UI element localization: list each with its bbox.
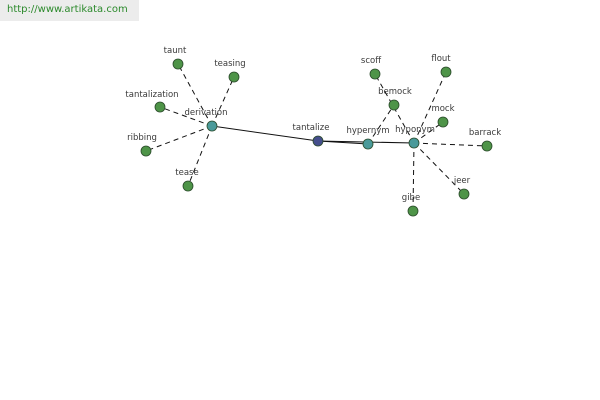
edge-hyponym-mock	[413, 121, 444, 144]
node-teasing[interactable]	[228, 71, 240, 83]
nodes-layer	[140, 58, 493, 217]
edge-derivation-taunt	[177, 63, 213, 127]
node-label-hypernym: hypernym	[346, 126, 389, 136]
node-ribbing[interactable]	[140, 145, 152, 157]
node-mock[interactable]	[437, 116, 449, 128]
edge-derivation-ribbing	[145, 125, 213, 152]
node-hyponym[interactable]	[408, 137, 420, 149]
node-label-tantalize: tantalize	[293, 123, 330, 133]
node-label-mock: mock	[431, 104, 454, 114]
node-label-scoff: scoff	[361, 56, 382, 66]
node-label-taunt: taunt	[164, 46, 187, 56]
edge-hypernym-bemock	[367, 104, 395, 145]
node-label-teasing: teasing	[214, 59, 245, 69]
node-tantalize[interactable]	[312, 135, 324, 147]
edge-hyponym-barrack	[413, 142, 488, 147]
edge-derivation-tantalize	[211, 125, 319, 142]
node-scoff[interactable]	[369, 68, 381, 80]
node-bemock[interactable]	[388, 99, 400, 111]
node-taunt[interactable]	[172, 58, 184, 70]
node-label-hyponym: hyponym	[395, 125, 435, 135]
edge-derivation-teasing	[211, 76, 235, 127]
edge-derivation-tantalization	[159, 106, 213, 127]
node-label-derivation: derivation	[184, 108, 227, 118]
node-tease[interactable]	[182, 180, 194, 192]
edge-hyponym-flout	[413, 71, 447, 144]
node-label-ribbing: ribbing	[127, 133, 157, 143]
edge-derivation-tease	[187, 125, 213, 187]
node-label-tease: tease	[175, 168, 198, 178]
node-gibe[interactable]	[407, 205, 419, 217]
node-tantalization[interactable]	[154, 101, 166, 113]
node-derivation[interactable]	[206, 120, 218, 132]
edge-hyponym-gibe	[412, 142, 415, 212]
node-jeer[interactable]	[458, 188, 470, 200]
node-flout[interactable]	[440, 66, 452, 78]
labels-layer: tantalize derivation hypernym hyponym taunt t…	[125, 46, 501, 203]
node-barrack[interactable]	[481, 140, 493, 152]
node-label-bemock: bemock	[378, 87, 412, 97]
node-label-barrack: barrack	[469, 128, 501, 138]
node-label-gibe: gibe	[402, 193, 420, 203]
source-link[interactable]: http://www.artikata.com	[7, 4, 128, 15]
source-banner: http://www.artikata.com	[0, 0, 139, 21]
edge-hyponym-jeer	[413, 142, 465, 195]
node-label-jeer: jeer	[453, 176, 471, 186]
node-hypernym[interactable]	[362, 138, 374, 150]
node-label-tantalization: tantalization	[125, 90, 178, 100]
node-label-flout: flout	[431, 54, 451, 64]
